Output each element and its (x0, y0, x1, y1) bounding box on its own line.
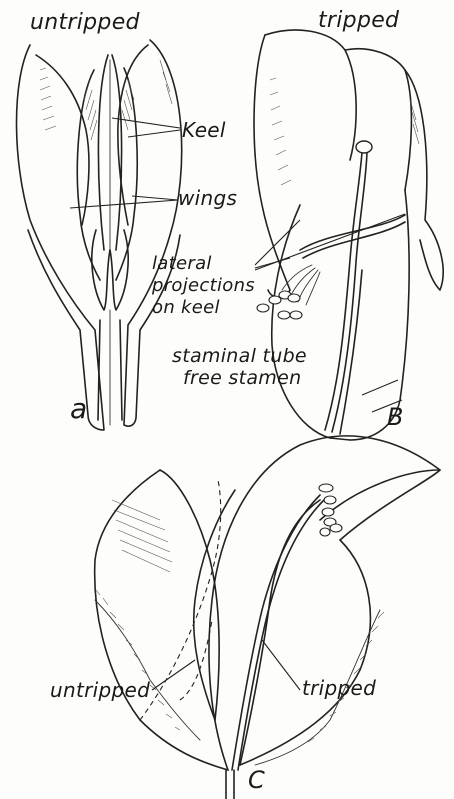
panel-c-letter: C (248, 768, 265, 792)
staminal-tube-label: staminal tube (172, 347, 307, 366)
free-stamen-label: free stamen (183, 369, 301, 388)
panel-a-letter: a (70, 395, 87, 423)
panel-b-letter: B (387, 405, 404, 429)
keel-label: Keel (182, 120, 226, 140)
panel-a-drawing (17, 40, 182, 430)
lateral-label-line-2: projections (152, 277, 255, 295)
lateral-label-line-3: on keel (152, 299, 220, 317)
untripped-label: untripped (50, 680, 150, 700)
wings-label: wings (178, 188, 237, 208)
lateral-label-line-1: lateral (152, 255, 212, 273)
panel-c-drawing (95, 436, 440, 799)
panel-a-title: untripped (30, 12, 140, 34)
panel-b-title: tripped (318, 10, 399, 32)
tripped-label: tripped (302, 678, 376, 698)
